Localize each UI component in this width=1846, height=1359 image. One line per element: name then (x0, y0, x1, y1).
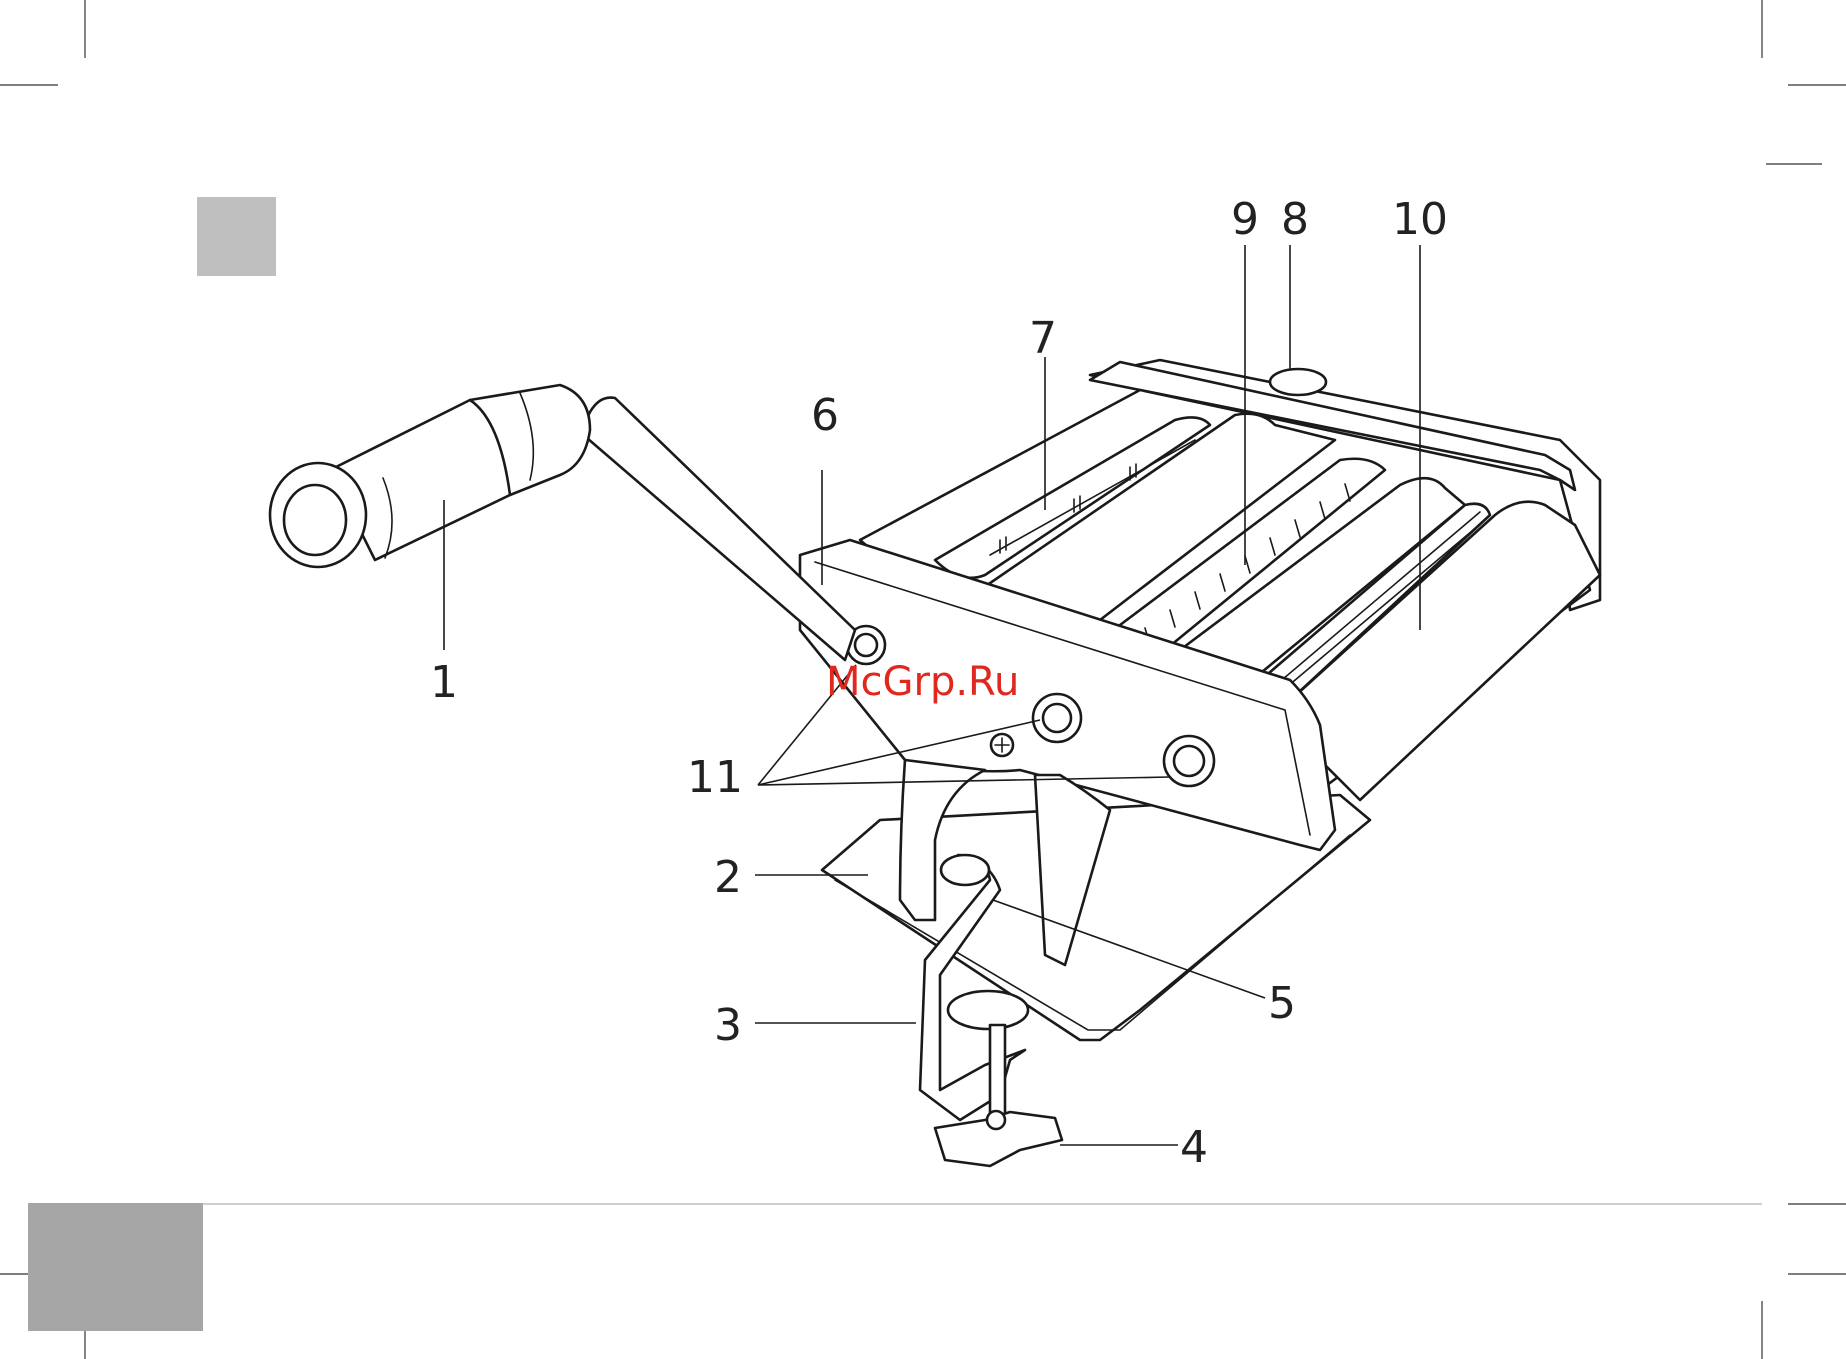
callout-8: 8 (1281, 194, 1309, 245)
callout-3: 3 (714, 1000, 742, 1051)
callout-4: 4 (1180, 1122, 1208, 1173)
page-marker-top (197, 197, 276, 276)
callout-5: 5 (1268, 978, 1296, 1029)
rear-knob (1270, 369, 1326, 395)
pasta-machine (270, 360, 1600, 1166)
callout-2: 2 (714, 852, 742, 903)
callout-7: 7 (1029, 313, 1057, 364)
watermark: McGrp.Ru (826, 659, 1019, 705)
callout-6: 6 (811, 390, 839, 441)
callout-1: 1 (430, 657, 458, 708)
page-marker-bottom (28, 1203, 203, 1331)
callout-10: 10 (1392, 194, 1448, 245)
callout-11: 11 (687, 752, 743, 803)
callout-9: 9 (1231, 194, 1259, 245)
crank-handle (270, 385, 855, 660)
clamp-pad (948, 991, 1028, 1029)
